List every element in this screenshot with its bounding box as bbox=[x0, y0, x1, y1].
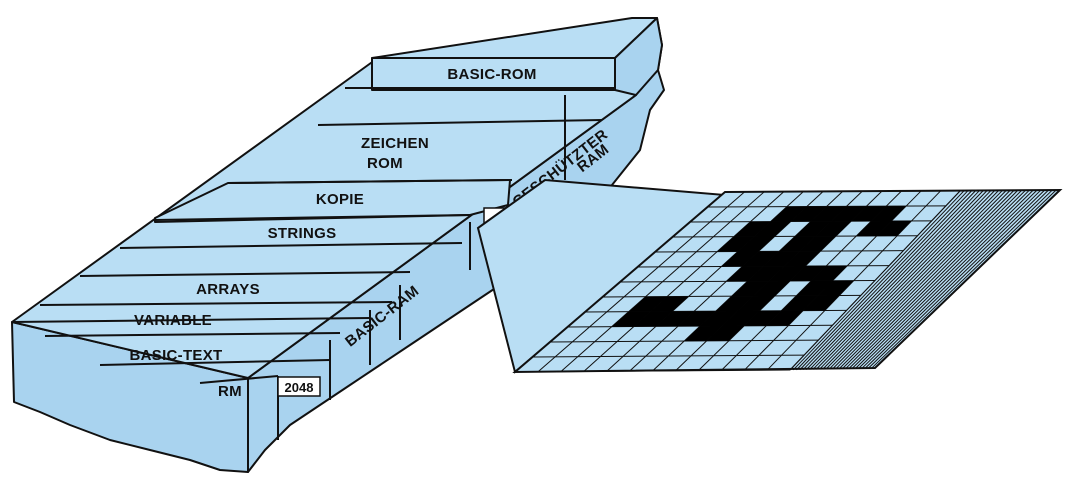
pixel-on bbox=[706, 325, 745, 341]
hatch-line bbox=[874, 189, 1061, 369]
pixel-on bbox=[655, 311, 695, 327]
pixel-on bbox=[737, 236, 775, 252]
pixel-on bbox=[851, 206, 887, 222]
pixel-on bbox=[747, 266, 785, 282]
label-basic-rom: BASIC-ROM bbox=[447, 66, 536, 83]
pixel-on bbox=[763, 251, 800, 267]
pixel-on bbox=[784, 251, 821, 267]
pixel-on bbox=[815, 221, 852, 237]
hatch-line bbox=[796, 190, 969, 371]
label-kopie: KOPIE bbox=[316, 191, 364, 208]
pixel-on bbox=[633, 311, 673, 327]
label-rom: ROM bbox=[367, 155, 403, 172]
pixel-on bbox=[611, 311, 651, 327]
pixel-on bbox=[871, 206, 907, 222]
pixel-on bbox=[770, 206, 807, 222]
pixel-on bbox=[811, 265, 848, 281]
grid-row-line bbox=[514, 369, 791, 373]
character-pixel-grid bbox=[512, 188, 1063, 374]
pixel-on bbox=[856, 221, 892, 237]
pixel-on bbox=[779, 236, 816, 252]
pixel-on bbox=[876, 220, 912, 236]
basic-rom-side bbox=[614, 17, 663, 96]
hatch-line bbox=[841, 190, 1022, 370]
pixel-on bbox=[799, 236, 836, 252]
pixel-on bbox=[715, 296, 754, 312]
pixel-on bbox=[628, 296, 668, 312]
grid-pixels bbox=[611, 206, 912, 342]
hatch-line bbox=[858, 189, 1042, 369]
hatch-line bbox=[868, 189, 1053, 369]
pixel-on bbox=[650, 296, 689, 312]
hatch-line bbox=[838, 190, 1019, 370]
pixel-on bbox=[717, 236, 755, 252]
hatch-line bbox=[789, 190, 961, 371]
hatch-line bbox=[822, 190, 999, 370]
pixel-on bbox=[795, 221, 831, 237]
pixel-on bbox=[742, 251, 780, 267]
grid-hatch bbox=[789, 189, 1061, 371]
pixel-on bbox=[731, 281, 769, 297]
pixel-on bbox=[677, 311, 716, 327]
hatch-line bbox=[861, 189, 1045, 369]
hatch-line bbox=[851, 189, 1034, 369]
label-arrays: ARRAYS bbox=[196, 281, 260, 298]
hatch-line bbox=[825, 190, 1003, 370]
hatch-line bbox=[805, 190, 980, 370]
grid-row-line bbox=[549, 339, 819, 343]
grid-row-line bbox=[532, 354, 805, 358]
hatch-line bbox=[819, 190, 995, 370]
label-zeichen: ZEICHEN bbox=[361, 135, 429, 152]
label-strings: STRINGS bbox=[268, 225, 337, 242]
hatch-line bbox=[809, 190, 984, 370]
hatch-line bbox=[828, 190, 1007, 370]
hatch-line bbox=[848, 189, 1030, 369]
hatch-line bbox=[815, 190, 992, 370]
hatch-line bbox=[835, 190, 1015, 370]
label-rm: RM bbox=[218, 383, 242, 400]
pixel-on bbox=[722, 310, 760, 326]
pixel-on bbox=[803, 295, 840, 311]
pixel-on bbox=[737, 295, 775, 312]
pixel-on bbox=[766, 310, 804, 326]
address-2048: 2048 bbox=[285, 380, 314, 395]
hatch-line bbox=[832, 190, 1011, 370]
hatch-line bbox=[845, 189, 1026, 370]
hatch-line bbox=[799, 190, 972, 371]
hatch-line bbox=[812, 190, 988, 370]
hatch-line bbox=[855, 189, 1038, 369]
pixel-on bbox=[700, 311, 738, 327]
pixel-on bbox=[753, 281, 790, 297]
hatch-line bbox=[802, 190, 976, 371]
hatch-line bbox=[864, 189, 1049, 369]
pixel-on bbox=[810, 206, 847, 222]
address-box-2048: 2048 bbox=[277, 376, 321, 397]
pixel-on bbox=[781, 295, 818, 311]
grid-row-line bbox=[724, 190, 961, 193]
hatch-line bbox=[792, 190, 965, 371]
label-variable: VARIABLE bbox=[134, 312, 212, 329]
pixel-on bbox=[684, 325, 723, 342]
pixel-on bbox=[790, 206, 827, 222]
pixel-on bbox=[733, 221, 771, 237]
segment-dividers bbox=[11, 87, 615, 440]
pixel-on bbox=[790, 265, 827, 281]
pixel-on bbox=[744, 310, 782, 326]
pixel-on bbox=[754, 221, 791, 237]
pixel-on bbox=[796, 280, 833, 296]
pixel-on bbox=[830, 206, 867, 222]
pixel-on bbox=[817, 280, 854, 296]
hatch-line bbox=[871, 189, 1057, 369]
pixel-on bbox=[726, 266, 764, 282]
label-basic-text: BASIC-TEXT bbox=[130, 347, 223, 364]
pixel-on bbox=[721, 251, 759, 267]
pixel-on bbox=[768, 266, 806, 282]
